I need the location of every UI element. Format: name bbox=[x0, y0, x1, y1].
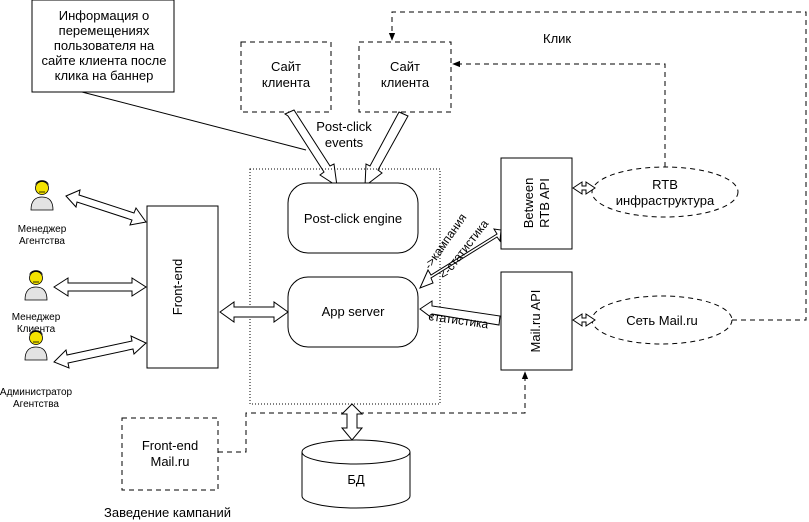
user-agency-admin-line-2: Агентства bbox=[13, 399, 59, 410]
user2-frontend-arrow bbox=[53, 277, 147, 297]
front-end-mail-box: Front-end Mail.ru bbox=[121, 417, 219, 491]
front-end-label: Front-end bbox=[170, 259, 185, 315]
client-site-2-line-2: клиента bbox=[381, 75, 430, 90]
note-connector bbox=[81, 91, 307, 151]
client-site-2: Сайт клиента bbox=[358, 41, 452, 113]
stats-label-mail: статистика bbox=[428, 309, 490, 331]
front-end-box: Front-end bbox=[146, 205, 219, 369]
note-line-5: клика на баннер bbox=[55, 68, 154, 83]
note-line-1: Информация о bbox=[59, 8, 149, 23]
click-line bbox=[452, 60, 666, 167]
user-icon bbox=[30, 179, 54, 211]
client-site-1-line-1: Сайт bbox=[271, 59, 301, 74]
user-agency-manager-line-1: Менеджер bbox=[18, 224, 67, 235]
user-agency-admin: Администратор Агентства bbox=[0, 329, 73, 410]
mail-ru-network: Сеть Mail.ru bbox=[591, 295, 733, 345]
user3-frontend-arrow bbox=[53, 335, 147, 369]
rtb-api-app-server-arrow bbox=[419, 228, 502, 289]
post-click-engine-label: Post-click engine bbox=[304, 211, 402, 226]
mail-ru-api-box: Mail.ru API bbox=[500, 271, 573, 371]
front-end-mail-to-api-line bbox=[218, 371, 529, 453]
post-click-events-line-2: events bbox=[325, 135, 364, 150]
user-client-manager-line-2: Клиента bbox=[17, 324, 56, 335]
frontend-app-server-arrow bbox=[219, 301, 289, 323]
app-container bbox=[249, 168, 441, 405]
click-label: Клик bbox=[543, 31, 571, 46]
client-site-1: Сайт клиента bbox=[240, 41, 332, 113]
between-rtb-api-line-1: Between bbox=[521, 178, 536, 229]
app-server: App server bbox=[287, 276, 419, 348]
client-site-1-line-2: клиента bbox=[262, 75, 311, 90]
user1-frontend-arrow bbox=[65, 189, 147, 226]
user-agency-admin-line-1: Администратор bbox=[0, 387, 73, 398]
user-agency-manager-line-2: Агентства bbox=[19, 236, 65, 247]
site2-to-engine-arrow bbox=[364, 111, 409, 188]
mail-ru-api-label: Mail.ru API bbox=[528, 290, 543, 353]
user-client-manager: Менеджер Клиента bbox=[12, 269, 61, 335]
mail-api-to-network-arrow bbox=[572, 313, 596, 327]
note-line-2: перемещениях bbox=[59, 23, 150, 38]
between-rtb-api-line-2: RTB API bbox=[537, 178, 552, 228]
caption: Заведение кампаний bbox=[104, 505, 231, 520]
rtb-infra-line-1: RTB bbox=[652, 177, 678, 192]
mail-ru-network-label: Сеть Mail.ru bbox=[626, 313, 698, 328]
user-icon bbox=[24, 269, 48, 301]
between-rtb-api-box: Between RTB API bbox=[500, 157, 573, 250]
rtb-api-to-infra-arrow bbox=[572, 181, 596, 195]
database-label: БД bbox=[347, 472, 365, 487]
mail-api-app-server-arrow bbox=[419, 300, 501, 326]
post-click-events-line-1: Post-click bbox=[316, 119, 372, 134]
front-end-mail-line-1: Front-end bbox=[142, 438, 198, 453]
note-line-4: сайте клиента после bbox=[42, 53, 167, 68]
app-db-arrow bbox=[340, 403, 364, 441]
user-agency-manager: Менеджер Агентства bbox=[18, 179, 67, 247]
rtb-infrastructure: RTB инфраструктура bbox=[591, 166, 739, 218]
database: БД bbox=[301, 439, 411, 509]
note-box: Информация о перемещениях пользователя н… bbox=[31, 0, 175, 93]
post-click-engine: Post-click engine bbox=[287, 182, 419, 254]
rtb-infra-line-2: инфраструктура bbox=[616, 193, 715, 208]
app-server-label: App server bbox=[322, 304, 386, 319]
mail-network-click-line bbox=[388, 11, 807, 321]
user-client-manager-line-1: Менеджер bbox=[12, 312, 61, 323]
front-end-mail-line-2: Mail.ru bbox=[150, 454, 189, 469]
note-line-3: пользователя на bbox=[54, 38, 155, 53]
client-site-2-line-1: Сайт bbox=[390, 59, 420, 74]
